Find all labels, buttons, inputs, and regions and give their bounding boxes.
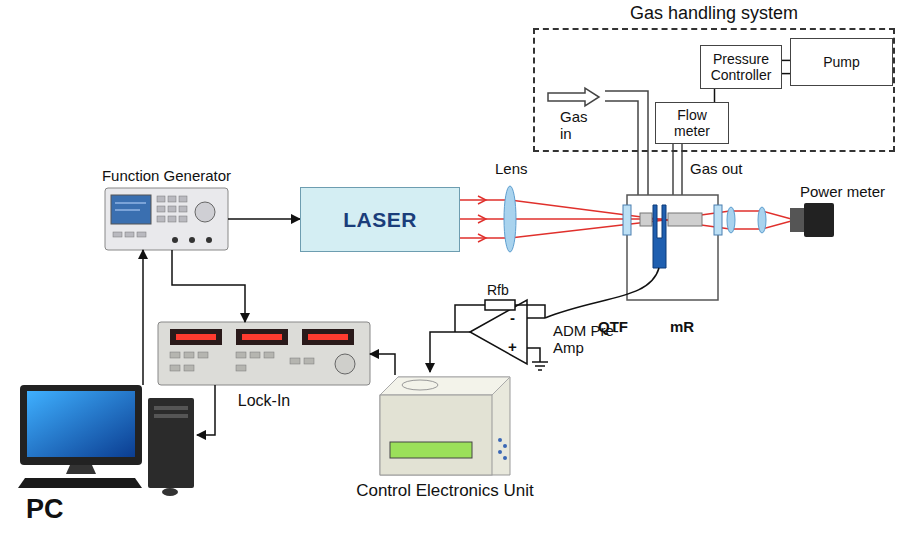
- lock-in-device: [158, 322, 370, 385]
- part-label: Gas in: [560, 108, 594, 143]
- pin-sign: +: [508, 338, 517, 355]
- part-label: Gas out: [690, 160, 743, 177]
- part-label: Power meter: [800, 183, 885, 200]
- node-text: Pump: [823, 54, 860, 70]
- connector-arrow: [228, 218, 300, 220]
- device-frame: Function Generator: [105, 188, 228, 250]
- pc-icon: [18, 385, 194, 496]
- laser-box: LASER: [300, 187, 460, 252]
- device-frame: PC: [20, 385, 197, 490]
- connector-arrow: [172, 250, 245, 322]
- connector-arrow: [197, 385, 215, 435]
- part-label: mR: [670, 318, 694, 335]
- lens: [504, 186, 766, 252]
- connector-arrow: [714, 89, 716, 102]
- part-label: Lens: [495, 160, 528, 177]
- part-label: QTF: [598, 318, 628, 335]
- connector-arrow: [782, 73, 790, 75]
- quartz-tuning-fork: [653, 205, 666, 268]
- pin-sign: -: [510, 309, 515, 326]
- device-frame: Lock-In: [158, 322, 370, 385]
- connector-arrow: [782, 60, 790, 62]
- preamp-circuit: [430, 268, 659, 372]
- connector-arrow: [142, 250, 144, 385]
- node-heading: PC: [26, 494, 64, 525]
- node-heading: Lock-In: [238, 392, 290, 410]
- gas-cell: [623, 195, 722, 300]
- node-heading: Function Generator: [102, 167, 231, 184]
- process-box: Pump: [790, 38, 893, 86]
- node-heading: Control Electronics Unit: [355, 481, 535, 501]
- process-box: Flow meter: [655, 102, 729, 144]
- control-unit-device: [380, 377, 510, 475]
- node-heading: Gas handling system: [630, 3, 798, 24]
- node-text: Pressure Controller: [706, 51, 776, 83]
- part-label: Rfb: [487, 282, 509, 298]
- function-generator-device: [105, 188, 228, 250]
- region-frame: Gas handling systemPressure ControllerPu…: [533, 28, 895, 152]
- connector-arrow: [370, 354, 395, 375]
- device-frame: Control Electronics Unit: [380, 375, 510, 475]
- node-text: LASER: [343, 208, 417, 232]
- node-text: Flow meter: [661, 107, 723, 139]
- process-box: Pressure Controller: [700, 45, 782, 89]
- power-meter-icon: [790, 203, 834, 237]
